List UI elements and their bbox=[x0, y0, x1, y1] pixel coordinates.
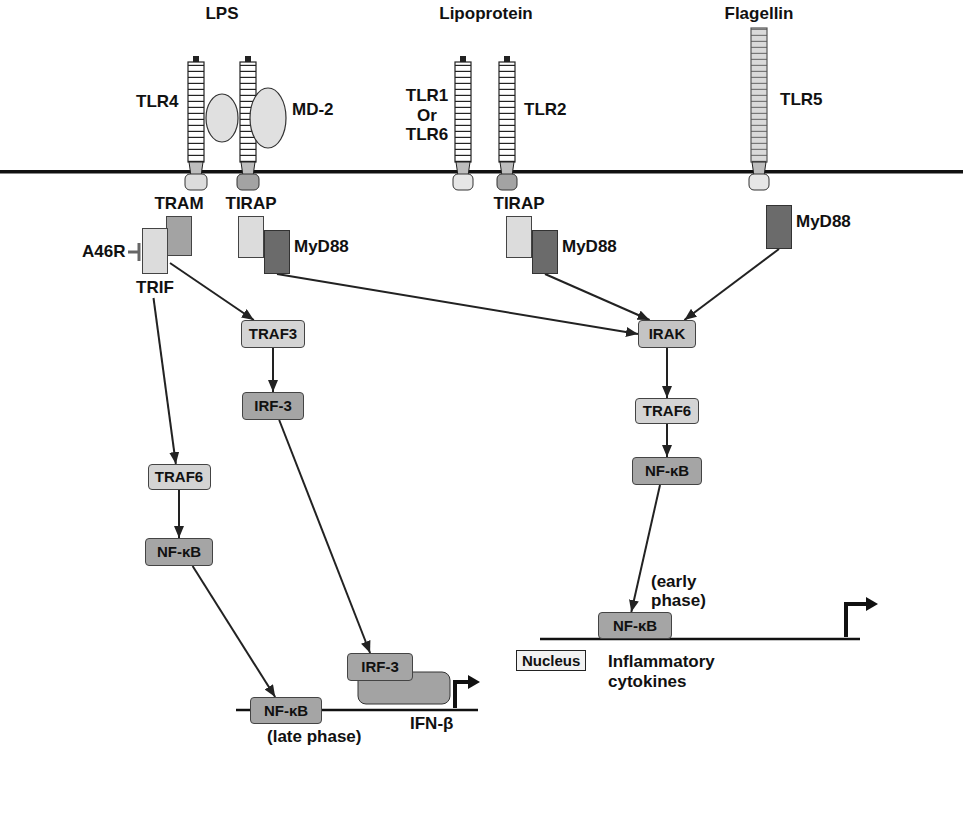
signal-arrow bbox=[178, 490, 180, 538]
signal-arrow bbox=[684, 249, 779, 320]
ligand-label: Flagellin bbox=[725, 4, 794, 24]
signal-box: NF-κB(late phase) bbox=[250, 697, 322, 724]
adaptor-box: TIRAP bbox=[238, 216, 264, 258]
signal-box: NF-κB bbox=[145, 538, 213, 566]
gene-label: Inflammatory cytokines bbox=[608, 652, 720, 691]
adaptor-box: TIRAP bbox=[506, 216, 532, 258]
signal-arrow bbox=[272, 348, 274, 392]
node-text: TRAF6 bbox=[643, 402, 691, 419]
signal-arrow bbox=[154, 298, 176, 464]
signal-box: IRF-3 bbox=[242, 392, 304, 420]
node-text: (early phase) bbox=[651, 572, 715, 611]
node-text: IRF-3 bbox=[254, 397, 292, 414]
inhibitor-label: A46R bbox=[82, 242, 125, 262]
node-text: IRAK bbox=[649, 325, 686, 342]
adaptor-box: MyD88 bbox=[532, 230, 558, 274]
adaptor-box: MyD88 bbox=[766, 205, 792, 249]
node-text: NF-κB bbox=[157, 543, 201, 560]
signal-box: IRF-3 bbox=[347, 653, 413, 681]
receptor-label: TLR5 bbox=[780, 90, 823, 110]
ligand-label: Lipoprotein bbox=[439, 4, 532, 24]
node-text: TIRAP bbox=[226, 194, 277, 214]
signal-arrow bbox=[279, 420, 370, 653]
adaptor-box: TRIF bbox=[140, 228, 170, 298]
gene-label: IFN-β bbox=[410, 714, 453, 734]
signal-box: TRAF3 bbox=[241, 320, 305, 348]
node-text: IRF-3 bbox=[361, 658, 399, 675]
signal-arrow bbox=[277, 274, 638, 334]
node-text: Nucleus bbox=[516, 650, 586, 671]
receptor-label: TLR1 Or TLR6 bbox=[404, 86, 450, 145]
node-text: MyD88 bbox=[796, 212, 851, 232]
node-text: NF-κB bbox=[264, 702, 308, 719]
receptor-label: TLR2 bbox=[524, 100, 567, 120]
node-text: MyD88 bbox=[294, 237, 349, 257]
node-text: TRAM bbox=[154, 194, 203, 214]
node-text: (late phase) bbox=[267, 727, 361, 747]
nucleus: NucleusNF-κB(late phase)IRF-3(early phas… bbox=[222, 553, 922, 817]
signal-arrow bbox=[666, 424, 668, 457]
signal-arrow bbox=[170, 263, 254, 320]
node-text: TRAF3 bbox=[249, 325, 297, 342]
adaptor-box: TRAM bbox=[166, 216, 192, 256]
signal-box: NF-κB bbox=[632, 457, 702, 485]
node-text: TRAF6 bbox=[155, 468, 203, 485]
signal-arrow bbox=[666, 348, 668, 398]
adaptor-shape bbox=[142, 228, 168, 274]
receptor-label: TLR4 bbox=[136, 92, 179, 112]
node-text: MyD88 bbox=[562, 237, 617, 257]
signal-box: TRAF6 bbox=[635, 398, 699, 424]
node-text: TRIF bbox=[136, 278, 174, 298]
node-text: NF-κB bbox=[645, 462, 689, 479]
receptor-label: MD-2 bbox=[292, 100, 334, 120]
nucleus-ellipse bbox=[224, 555, 920, 815]
adaptor-box: MyD88 bbox=[264, 230, 290, 274]
node-text: TIRAP bbox=[494, 194, 545, 214]
signal-box: IRAK bbox=[638, 320, 696, 348]
ligand-label: LPS bbox=[205, 4, 238, 24]
signal-box: (early phase)NF-κB bbox=[598, 612, 672, 639]
signal-arrow bbox=[193, 566, 276, 697]
signal-box: TRAF6 bbox=[148, 464, 211, 490]
nucleus-outline bbox=[222, 553, 922, 817]
node-text: NF-κB bbox=[613, 617, 657, 634]
signal-arrow bbox=[545, 274, 650, 320]
